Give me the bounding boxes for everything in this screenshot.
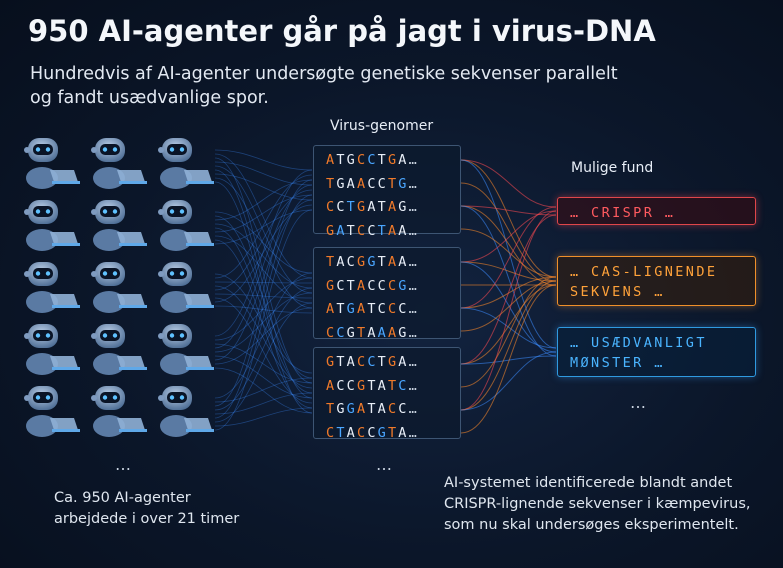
sequence-line: CCGTAAAG…	[326, 324, 419, 341]
sequence-group: ATGCCTGA… TGAACCTG… CCTGATAG… GATCCTAA…	[313, 145, 461, 239]
sequence-line: ATGATCCC…	[326, 301, 419, 317]
robot-agent-icon	[22, 380, 80, 437]
finding-crispr: … CRISPR …	[557, 197, 756, 225]
finding-label: SEKVENS …	[570, 284, 665, 300]
page-subtitle: Hundredvis af AI-agenter undersøgte gene…	[30, 62, 618, 110]
robot-agent-icon	[22, 132, 80, 189]
sequence-line: GTACCTGA…	[326, 354, 419, 370]
sequence-group: TACGGTAA… GCTACCCG… ATGATCCC… CCGTAAAG…	[313, 247, 461, 341]
robot-agent-icon	[156, 380, 214, 437]
agents-caption: Ca. 950 AI-agenter arbejdede i over 21 t…	[54, 488, 239, 530]
agents-ellipsis: …	[115, 455, 131, 474]
findings-heading: Mulige fund	[571, 160, 654, 176]
caption-line: arbejdede i over 21 timer	[54, 511, 240, 527]
page-title: 950 AI-agenter går på jagt i virus-DNA	[28, 14, 656, 48]
robot-agent-icon	[22, 256, 80, 313]
robot-agent-icon	[156, 194, 214, 251]
sequence-line: GCTACCCG…	[326, 277, 419, 294]
robot-agent-icon	[89, 132, 147, 189]
finding-label: MØNSTER …	[570, 355, 665, 371]
robot-agent-icon	[22, 194, 80, 251]
subtitle-line: Hundredvis af AI-agenter undersøgte gene…	[30, 64, 618, 84]
sequence-line: ATGCCTGA…	[326, 152, 419, 168]
finding-label: … CRISPR …	[570, 205, 676, 221]
sequence-line: ACCGTATC…	[326, 377, 419, 394]
caption-line: som nu skal undersøges eksperimentelt.	[444, 517, 739, 533]
robot-agent-icon	[22, 318, 80, 375]
sequence-line: TGAACCTG…	[326, 175, 419, 192]
robot-agent-icon	[89, 194, 147, 251]
sequence-line: TGGATACC…	[326, 401, 419, 417]
robot-agent-icon	[89, 380, 147, 437]
caption-line: AI-systemet identificerede blandt andet	[444, 475, 733, 491]
virus-genomes-heading: Virus-genomer	[330, 118, 434, 134]
sequence-line: GATCCTAA…	[326, 222, 419, 239]
finding-label: … USÆDVANLIGT	[570, 335, 707, 351]
robot-agent-icon	[156, 318, 214, 375]
caption-line: Ca. 950 AI-agenter	[54, 490, 191, 506]
finding-cas-like-sequence: … CAS-LIGNENDE SEKVENS …	[557, 256, 756, 306]
finding-unusual-pattern: … USÆDVANLIGT MØNSTER …	[557, 327, 756, 377]
findings-ellipsis: …	[630, 393, 646, 412]
sequence-line: TACGGTAA…	[326, 254, 419, 270]
subtitle-line: og fandt usædvanlige spor.	[30, 88, 269, 108]
sequence-group: GTACCTGA… ACCGTATC… TGGATACC… CTACCGTA…	[313, 347, 461, 441]
robot-agent-icon	[89, 256, 147, 313]
genomes-ellipsis: …	[376, 455, 392, 474]
robot-agent-icon	[156, 256, 214, 313]
caption-line: CRISPR-lignende sekvenser i kæmpevirus,	[444, 496, 751, 512]
robot-agent-icon	[89, 318, 147, 375]
robot-agent-icon	[156, 132, 214, 189]
ai-agent-grid	[22, 132, 222, 452]
sequence-line: CTACCGTA…	[326, 424, 419, 441]
sequence-line: CCTGATAG…	[326, 199, 419, 215]
system-caption: AI-systemet identificerede blandt andet …	[444, 473, 751, 536]
finding-label: … CAS-LIGNENDE	[570, 264, 718, 280]
